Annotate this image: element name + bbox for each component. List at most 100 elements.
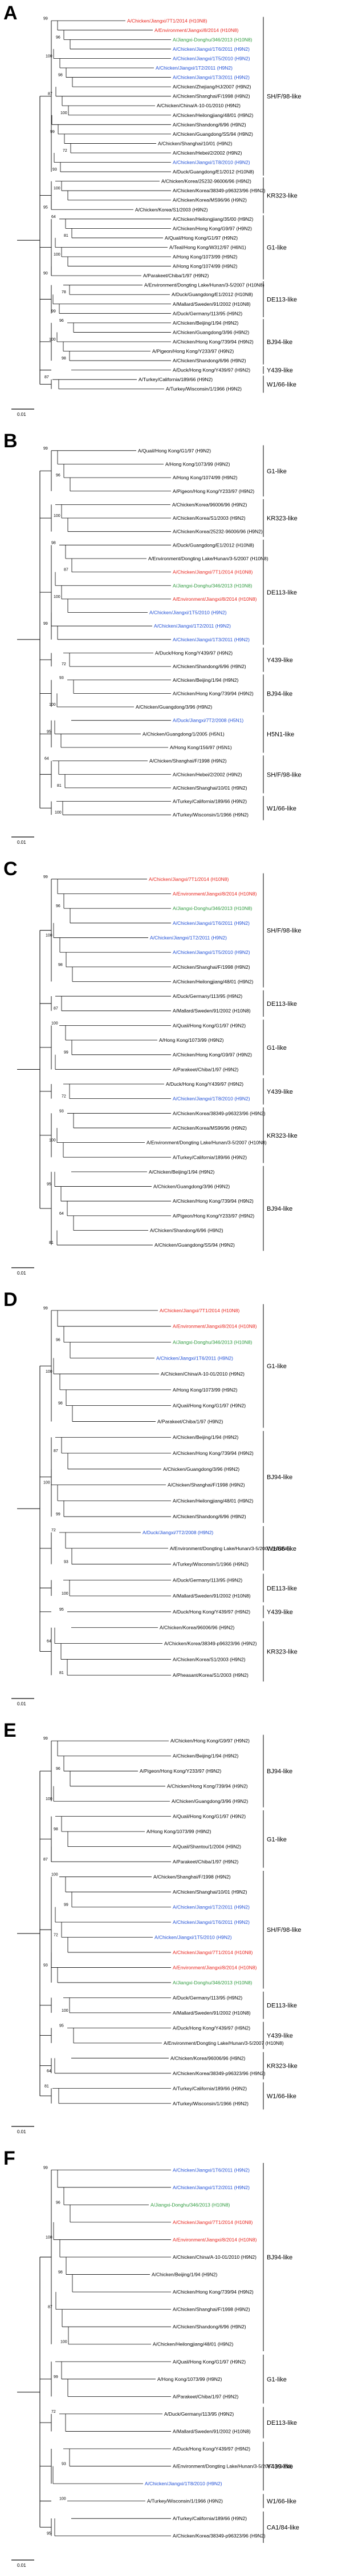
taxon-label: A/Chicken/Zhejiang/HJ/2007 (H9N2) <box>173 84 251 90</box>
bootstrap-value: 87 <box>43 1858 48 1862</box>
taxon-label: A/Chicken/Shanghai/F/1998 (H9N2) <box>149 758 227 764</box>
bootstrap-value: 99 <box>43 2166 48 2170</box>
bootstrap-value: 81 <box>44 2084 49 2088</box>
taxon-label: A/Turkey/California/189/66 (H9N2) <box>173 2085 247 2091</box>
taxon-label: A/Chicken/Korea/38349-p96323/96 (H9N2) <box>173 2070 266 2076</box>
taxon-label: A/Chicken/Heilongjiang/35/00 (H9N2) <box>173 216 253 222</box>
lineage-label: Y439-like <box>267 2464 293 2470</box>
taxon-label: A/Chicken/Jiangxi/7T1/2014 (H10N8) <box>160 1308 239 1313</box>
taxon-label: A/Quail/Shantou/1/2004 (H9N2) <box>173 1844 241 1850</box>
taxon-label: A/Parakeet/Chiba/1/97 (H9N2) <box>157 1418 223 1424</box>
bootstrap-value: 100 <box>54 595 60 599</box>
taxon-label: A/Duck/Jiangxi/7T2/2008 (H9N2) <box>142 1530 213 1535</box>
taxon-label: A/Chicken/Guangdong/3/96 (H9N2) <box>163 1466 239 1472</box>
taxon-label: A/Chicken/Shandong/6/96 (H9N2) <box>173 2324 246 2330</box>
taxon-label: A/Hong Kong/156/97 (H5N1) <box>170 745 232 750</box>
bootstrap-value: 78 <box>62 290 66 294</box>
bootstrap-value: 72 <box>63 149 67 153</box>
tree-svg: A/Chicken/Jiangxi/7T1/2014 (H10N8)99A/En… <box>11 17 302 417</box>
taxon-label: A/Environment/Dongting Lake/Hunan/3-5/20… <box>173 2464 293 2469</box>
taxon-label: A/Chicken/Jiangxi/1T5/2010 (H9N2) <box>173 55 250 61</box>
taxon-label: A/Chicken/Korea/MS96/96 (H9N2) <box>173 197 247 203</box>
bootstrap-value: 93 <box>62 2462 66 2466</box>
bootstrap-value: 72 <box>51 2410 56 2414</box>
taxon-label: A/Chicken/Jiangxi/1T3/2011 (H9N2) <box>173 637 250 642</box>
taxon-label: A/Environment/Jiangxi/8/2014 (H10N8) <box>173 891 257 896</box>
lineage-label: G1-like <box>267 2376 287 2383</box>
taxon-label: A/Pigeon/Hong Kong/Y233/97 (H9N2) <box>173 1213 254 1219</box>
taxon-label: A/Duck/Guangdong/E1/2012 (H10N8) <box>173 169 254 175</box>
taxon-label: A/Mallard/Sweden/91/2002 (H10N8) <box>173 1593 251 1599</box>
bootstrap-value: 64 <box>51 215 56 219</box>
lineage-label: BJ94-like <box>267 1206 292 1212</box>
bootstrap-value: 100 <box>49 338 56 342</box>
bootstrap-value: 64 <box>44 757 49 761</box>
taxon-label: A/Chicken/Shanghai/F/1998 (H9N2) <box>168 1482 245 1488</box>
taxon-label: A/Chicken/Korea/38349-p96323/96 (H9N2) <box>173 2533 266 2539</box>
bootstrap-value: 100 <box>59 2497 66 2501</box>
scale-bar-label: 0.01 <box>17 2129 26 2134</box>
taxon-label: A/Chicken/Jiangxi/7T1/2014 (H10N8) <box>173 569 253 575</box>
bootstrap-value: 98 <box>58 2271 63 2275</box>
taxon-label: A/Duck/Hong Kong/Y439/97 (H9N2) <box>173 2025 250 2031</box>
taxon-label: A/Chicken/Hong Kong/G9/97 (H9N2) <box>170 1738 250 1744</box>
bootstrap-value: 98 <box>58 74 63 78</box>
taxon-label: A/Hong Kong/1074/99 (H9N2) <box>173 264 238 269</box>
taxon-label: A/Quail/Hong Kong/G1/97 (H9N2) <box>173 2359 246 2364</box>
taxon-label: A/Turkey/Wisconsin/1/1966 (H9N2) <box>173 812 249 818</box>
taxon-label: A/Pheasant/Korea/S1/2003 (H9N2) <box>173 1672 249 1678</box>
taxon-label: A/Jiangxi-Donghu/346/2013 (H10N8) <box>173 37 253 42</box>
taxon-label: A/Mallard/Sweden/91/2002 (H10N8) <box>173 301 251 307</box>
taxon-label: A/Parakeet/Chiba/1/97 (H9N2) <box>143 273 209 278</box>
taxon-label: A/Chicken/Korea/96006/96 (H9N2) <box>172 502 247 507</box>
bootstrap-value: 87 <box>44 375 49 379</box>
taxon-label: A/Chicken/Korea/25232-96006/96 (H9N2) <box>173 529 263 535</box>
bootstrap-value: 98 <box>54 1827 58 1831</box>
taxon-label: A/Environment/Dongting Lake/Hunan/3-5/20… <box>148 556 268 561</box>
taxon-label: A/Chicken/Heilongjiang/48/01 (H9N2) <box>173 112 253 118</box>
tree-svg: A/Chicken/Hong Kong/G9/97 (H9N2)99A/Chic… <box>11 1734 302 2134</box>
bootstrap-value: 100 <box>46 1797 52 1801</box>
tree-svg: A/Chicken/Jiangxi/7T1/2014 (H10N8)99A/En… <box>11 1304 298 1706</box>
lineage-label: G1-like <box>267 1836 287 1843</box>
taxon-label: A/Chicken/Guangdong/3/96 (H9N2) <box>153 1184 230 1190</box>
bootstrap-value: 100 <box>49 1139 56 1143</box>
lineage-label: H5N1-like <box>267 731 294 738</box>
bootstrap-value: 95 <box>47 2532 51 2536</box>
taxon-label: A/Chicken/Hong Kong/739/94 (H9N2) <box>173 690 254 696</box>
taxon-label: A/Chicken/Jiangxi/1T6/2011 (H9N2) <box>173 920 250 926</box>
taxon-label: A/Environment/Jiangxi/8/2014 (H10N8) <box>173 1964 257 1970</box>
bootstrap-value: 95 <box>59 2024 64 2028</box>
taxon-label: A/Chicken/Shanghai/F/1998 (H9N2) <box>173 94 250 99</box>
taxon-label: A/Parakeet/Chiba/1/97 (H9N2) <box>173 1859 238 1865</box>
taxon-label: A/Duck/Guangdong/E1/2012 (H10N8) <box>172 292 253 297</box>
taxon-label: A/Chicken/Korea/MS96/96 (H9N2) <box>173 1125 247 1131</box>
taxon-label: A/Turkey/California/189/66 (H9N2) <box>139 377 213 382</box>
taxon-label: A/Environment/Jiangxi/8/2014 (H10N8) <box>173 596 257 602</box>
bootstrap-value: 81 <box>64 234 68 238</box>
bootstrap-value: 96 <box>56 35 60 39</box>
bootstrap-value: 100 <box>46 54 52 58</box>
taxon-label: A/Duck/Germany/113/95 (H9N2) <box>173 1995 242 2000</box>
bootstrap-value: 100 <box>51 1873 58 1877</box>
bootstrap-value: 81 <box>57 784 62 788</box>
taxon-label: A/Mallard/Sweden/91/2002 (H10N8) <box>173 1008 251 1014</box>
lineage-label: SH/F/98-like <box>267 1927 302 1934</box>
taxon-label: A/Chicken/Jiangxi/7T1/2014 (H10N8) <box>127 18 207 23</box>
taxon-label: A/Duck/Hong Kong/Y439/97 (H9N2) <box>173 2446 250 2452</box>
lineage-label: G1-like <box>267 468 287 475</box>
taxon-label: A/Turkey/Wisconsin/1/1966 (H9N2) <box>166 386 242 392</box>
taxon-label: A/Chicken/Guangdong/3/96 (H9N2) <box>172 1798 248 1804</box>
taxon-label: A/Environment/Jiangxi/8/2014 (H10N8) <box>173 1324 257 1329</box>
panel-letter: C <box>3 858 18 880</box>
taxon-label: A/Jiangxi-Donghu/346/2013 (H10N8) <box>173 905 253 911</box>
taxon-label: A/Teal/Hong Kong/W312/97 (H6N1) <box>169 244 246 250</box>
taxon-label: A/Chicken/China/A-10-01/2010 (H9N2) <box>157 103 241 108</box>
taxon-label: A/Chicken/Shanghai/F/1998 (H9N2) <box>153 1874 231 1880</box>
bootstrap-value: 100 <box>55 811 62 815</box>
bootstrap-value: 100 <box>54 187 60 191</box>
bootstrap-value: 87 <box>54 1449 58 1453</box>
taxon-label: A/Chicken/Jiangxi/1T6/2011 (H9N2) <box>173 46 250 52</box>
lineage-label: BJ94-like <box>267 339 292 346</box>
